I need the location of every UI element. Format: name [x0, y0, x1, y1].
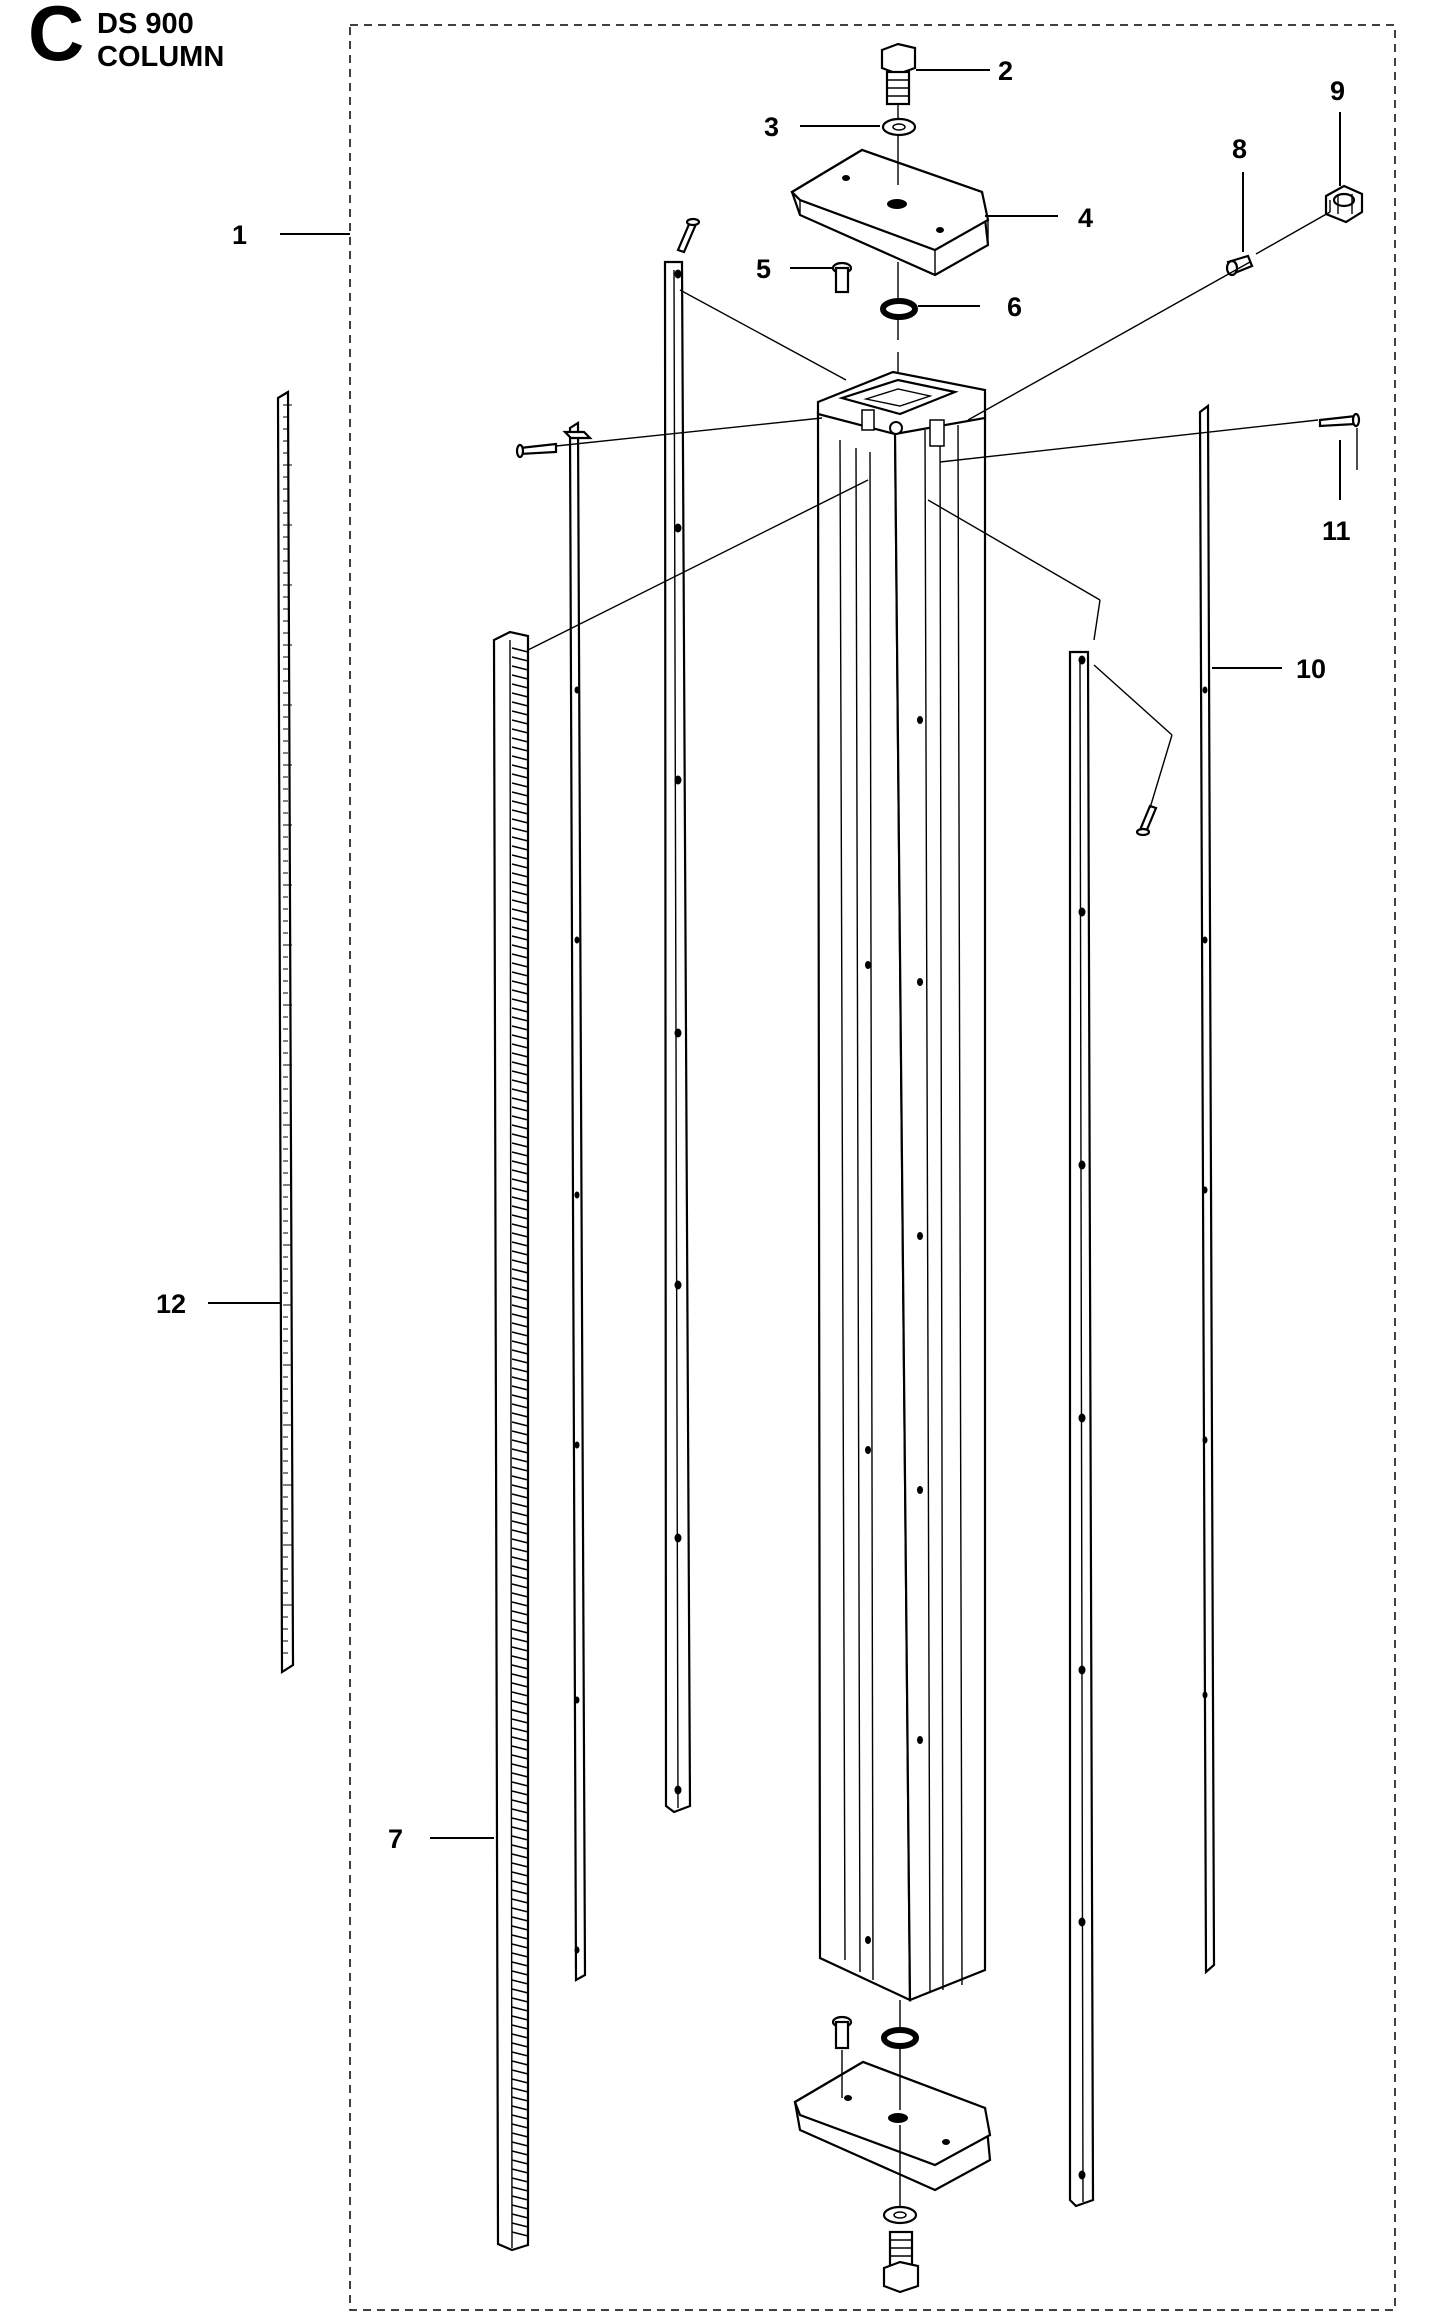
callout-1: 1	[232, 220, 247, 250]
model-title: DS 900	[97, 8, 194, 40]
bottom-screw	[831, 2015, 853, 2050]
section-letter: C	[28, 0, 85, 77]
part-7-gear-rack	[492, 630, 530, 2252]
part-6-o-ring	[880, 298, 918, 320]
callout-7: 7	[388, 1824, 403, 1854]
rail-holes	[574, 269, 1208, 2180]
callout-9: 9	[1330, 76, 1345, 106]
part-12-scale-strip	[276, 390, 295, 1674]
callout-11: 11	[1322, 516, 1351, 546]
assembly-title: COLUMN	[97, 41, 225, 73]
column-extrusion	[816, 370, 987, 2002]
callout-12: 12	[156, 1289, 186, 1319]
right-rail	[1068, 650, 1095, 2208]
left-guide-strip	[562, 421, 593, 1982]
rail-top-screw	[676, 217, 701, 254]
part-11-screw	[1318, 412, 1361, 428]
callout-10: 10	[1296, 654, 1326, 684]
callout-2: 2	[998, 56, 1013, 86]
callout-5: 5	[756, 254, 771, 284]
callout-6: 6	[1007, 292, 1022, 322]
part-5-screw	[831, 261, 853, 294]
part-8-pin	[1225, 254, 1254, 277]
bottom-o-ring	[881, 2027, 919, 2049]
part-4-top-plate	[790, 148, 990, 277]
leader-lines	[208, 69, 1341, 1839]
callout-8: 8	[1232, 134, 1247, 164]
part-9-knob	[1324, 184, 1364, 224]
part-2-bolt	[880, 42, 917, 106]
assembly-guide-lines	[527, 104, 1358, 2206]
right-rail-screw	[1135, 804, 1158, 837]
callout-4: 4	[1078, 203, 1093, 233]
assembly-boundary	[349, 24, 1396, 2311]
callout-3: 3	[764, 112, 779, 142]
left-screw	[515, 442, 558, 459]
bottom-bolt	[882, 2230, 920, 2294]
bottom-plate	[793, 2060, 992, 2192]
